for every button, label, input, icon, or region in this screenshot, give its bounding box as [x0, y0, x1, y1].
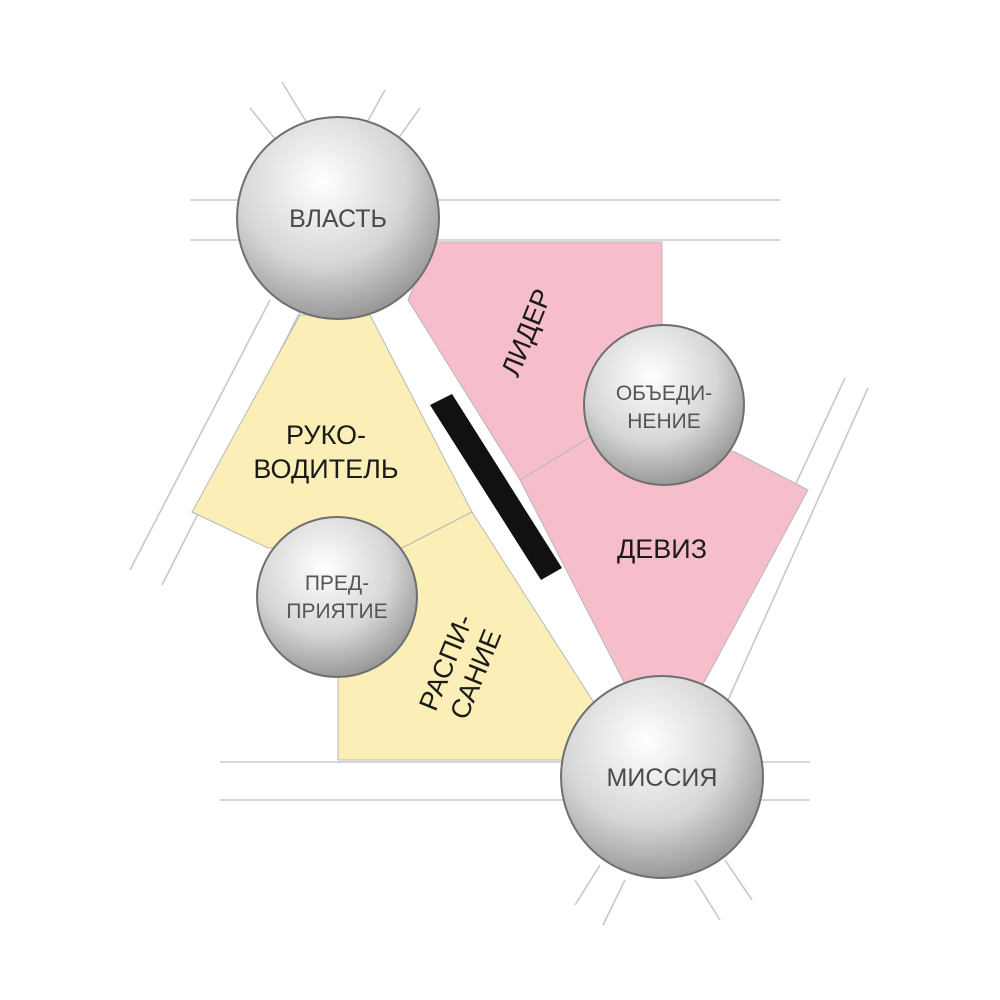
node-vlast: ВЛАСТЬ	[236, 116, 440, 320]
region-deviz-label: ДЕВИЗ	[617, 534, 707, 564]
sphere-vlast	[236, 116, 440, 320]
region-rukovoditel-label-1: РУКО-	[286, 420, 366, 450]
node-predpriyatie: ПРЕД- ПРИЯТИЕ	[256, 516, 418, 678]
node-obyedinenie: ОБЪЕДИ- НЕНИЕ	[583, 324, 745, 486]
node-obyedinenie-label-1: ОБЪЕДИ-	[616, 382, 712, 405]
road-stub-5	[574, 864, 601, 906]
node-missiya: МИССИЯ	[560, 675, 764, 879]
road-stub-2	[281, 81, 311, 129]
road-right-outer	[727, 387, 869, 701]
node-obyedinenie-label-2: НЕНИЕ	[627, 410, 700, 433]
coordination-band	[430, 394, 562, 580]
road-left-outer	[129, 299, 271, 571]
sphere-predpriyatie	[256, 516, 418, 678]
node-predpriyatie-label-1: ПРЕД-	[305, 572, 369, 595]
sphere-missiya	[560, 675, 764, 879]
sphere-obyedinenie	[583, 324, 745, 486]
node-missiya-label: МИССИЯ	[607, 764, 718, 792]
region-rukovoditel-label-2: ВОДИТЕЛЬ	[253, 454, 398, 484]
node-vlast-label: ВЛАСТЬ	[289, 205, 387, 233]
road-stub-8	[724, 859, 753, 901]
node-predpriyatie-label-2: ПРИЯТИЕ	[286, 600, 387, 623]
road-stub-6	[602, 879, 626, 926]
road-stub-7	[694, 879, 721, 921]
